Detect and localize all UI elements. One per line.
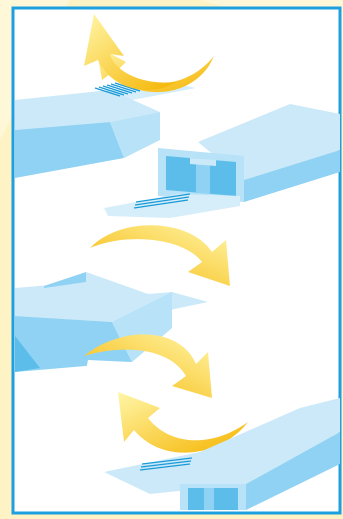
box-front <box>15 122 124 178</box>
curved-arrow-icon <box>84 14 176 91</box>
box-side <box>244 150 340 202</box>
box-gap <box>86 360 132 372</box>
step-3-flat-box <box>15 272 208 372</box>
box-divider-top <box>190 158 216 166</box>
curved-arrow-icon <box>118 392 248 453</box>
box-flap <box>44 272 86 288</box>
box-divider <box>204 488 214 510</box>
step-4-open-box <box>104 398 340 510</box>
box-side <box>246 432 340 510</box>
box-front <box>15 316 132 372</box>
vent-lines <box>133 193 191 209</box>
box-top <box>104 398 340 494</box>
curved-arrow-icon <box>84 334 212 398</box>
box-end <box>110 112 160 158</box>
vent-lines <box>139 457 193 471</box>
box-divider <box>196 160 210 194</box>
box-shadow <box>15 336 40 372</box>
tray-panel <box>104 194 240 218</box>
step-2-open-box <box>104 104 340 218</box>
curved-arrow-icon <box>90 225 230 286</box>
box-top <box>15 90 160 130</box>
